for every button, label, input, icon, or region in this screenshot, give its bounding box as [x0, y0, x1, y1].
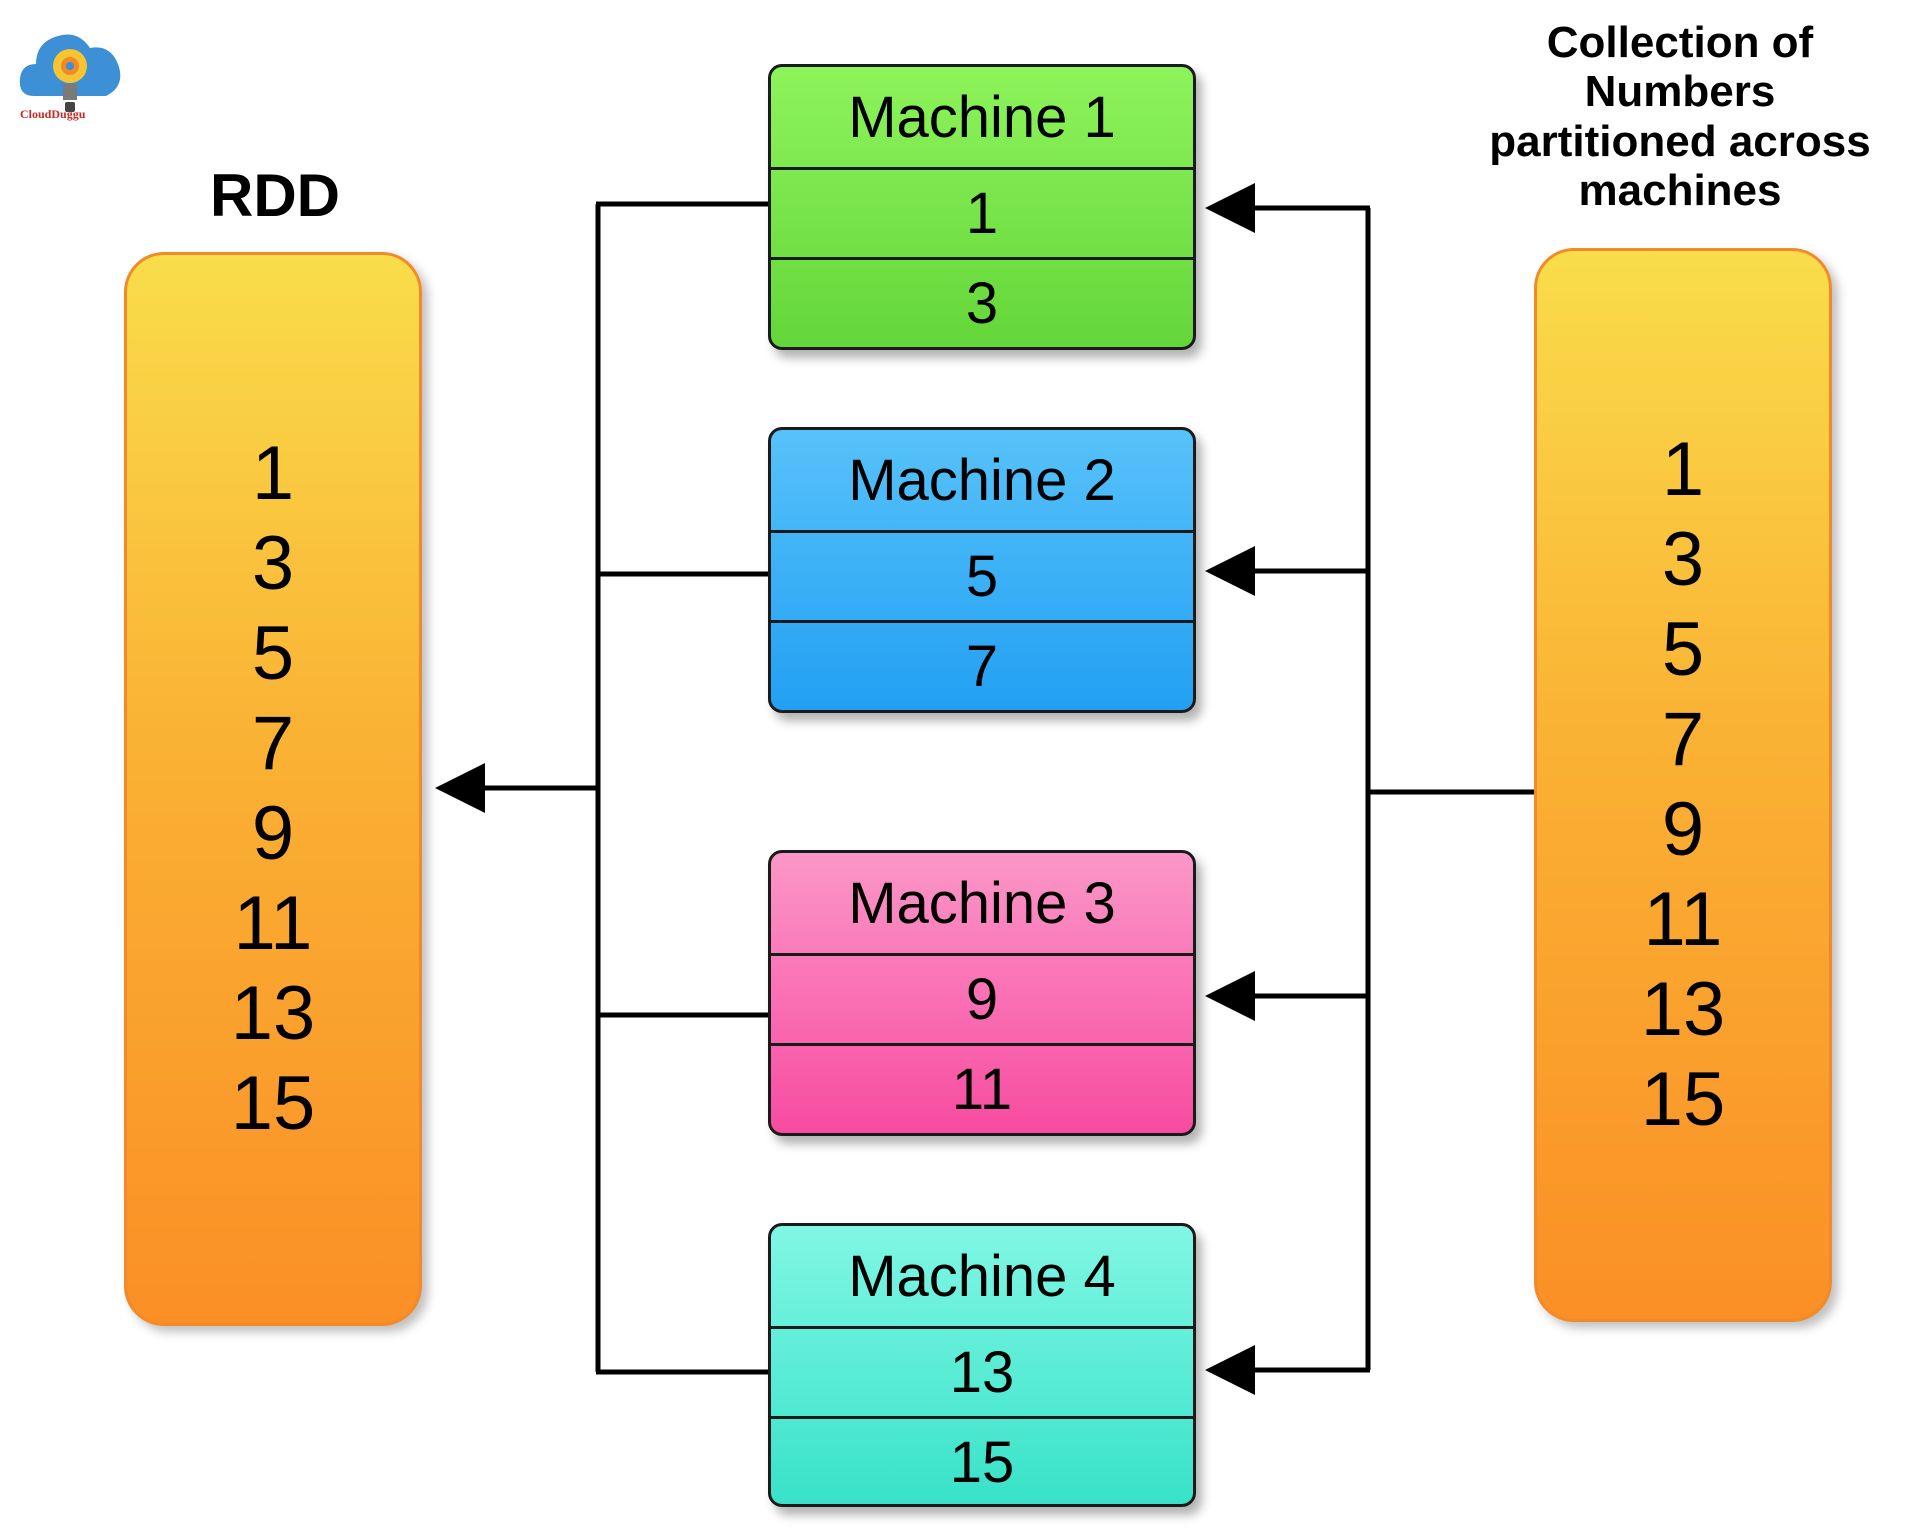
rdd-value: 5	[251, 611, 295, 696]
collection-heading: Collection of Numbers partitioned across…	[1470, 18, 1890, 215]
collection-heading-line: Numbers	[1584, 67, 1776, 117]
collection-heading-line: Collection of	[1546, 18, 1814, 67]
rdd-column: 1 3 5 7 9 11 13 15	[124, 252, 422, 1326]
machine-partition-value: 15	[771, 1416, 1193, 1504]
collection-value: 3	[1661, 517, 1705, 602]
collection-value: 1	[1661, 427, 1705, 512]
machine-partition-value: 11	[771, 1043, 1193, 1133]
machine-partition-value: 1	[771, 167, 1193, 257]
collection-value: 11	[1643, 877, 1723, 962]
rdd-value: 9	[251, 791, 295, 876]
rdd-value: 1	[251, 431, 295, 516]
collection-column: 1 3 5 7 9 11 13 15	[1534, 248, 1832, 1322]
collection-value: 7	[1661, 697, 1705, 782]
machine-partition-value: 3	[771, 257, 1193, 347]
machine-title: Machine 1	[848, 84, 1116, 150]
rdd-heading: RDD	[210, 162, 340, 229]
collection-heading-line: machines	[1578, 165, 1782, 215]
collection-to-machines-connector	[1205, 183, 1534, 1395]
machine-partition-value: 7	[771, 620, 1193, 710]
machine-3-box: Machine 3 9 11	[768, 850, 1196, 1136]
collection-value: 13	[1640, 967, 1726, 1052]
machine-1-box: Machine 1 1 3	[768, 64, 1196, 350]
machine-partition-value: 13	[771, 1326, 1193, 1416]
collection-value: 5	[1661, 607, 1705, 692]
machine-title: Machine 2	[848, 447, 1116, 513]
machine-title: Machine 3	[848, 870, 1116, 936]
machine-4-box: Machine 4 13 15	[768, 1223, 1196, 1507]
rdd-value: 3	[251, 521, 295, 606]
collection-value: 15	[1640, 1057, 1726, 1142]
collection-value: 9	[1661, 787, 1705, 872]
machine-2-box: Machine 2 5 7	[768, 427, 1196, 713]
machine-title: Machine 4	[848, 1243, 1116, 1309]
rdd-value: 13	[230, 971, 316, 1056]
logo-text: CloudDuggu	[20, 107, 86, 121]
rdd-value: 11	[233, 881, 313, 966]
machine-partition-value: 9	[771, 953, 1193, 1043]
machines-to-rdd-connector	[435, 201, 768, 1375]
rdd-value: 7	[251, 701, 295, 786]
cloud-duggu-logo: CloudDuggu	[14, 14, 126, 126]
collection-heading-line: partitioned across	[1489, 116, 1871, 166]
rdd-value: 15	[230, 1061, 316, 1146]
cloud-bulb-logo-icon: CloudDuggu	[19, 34, 121, 121]
machine-partition-value: 5	[771, 530, 1193, 620]
